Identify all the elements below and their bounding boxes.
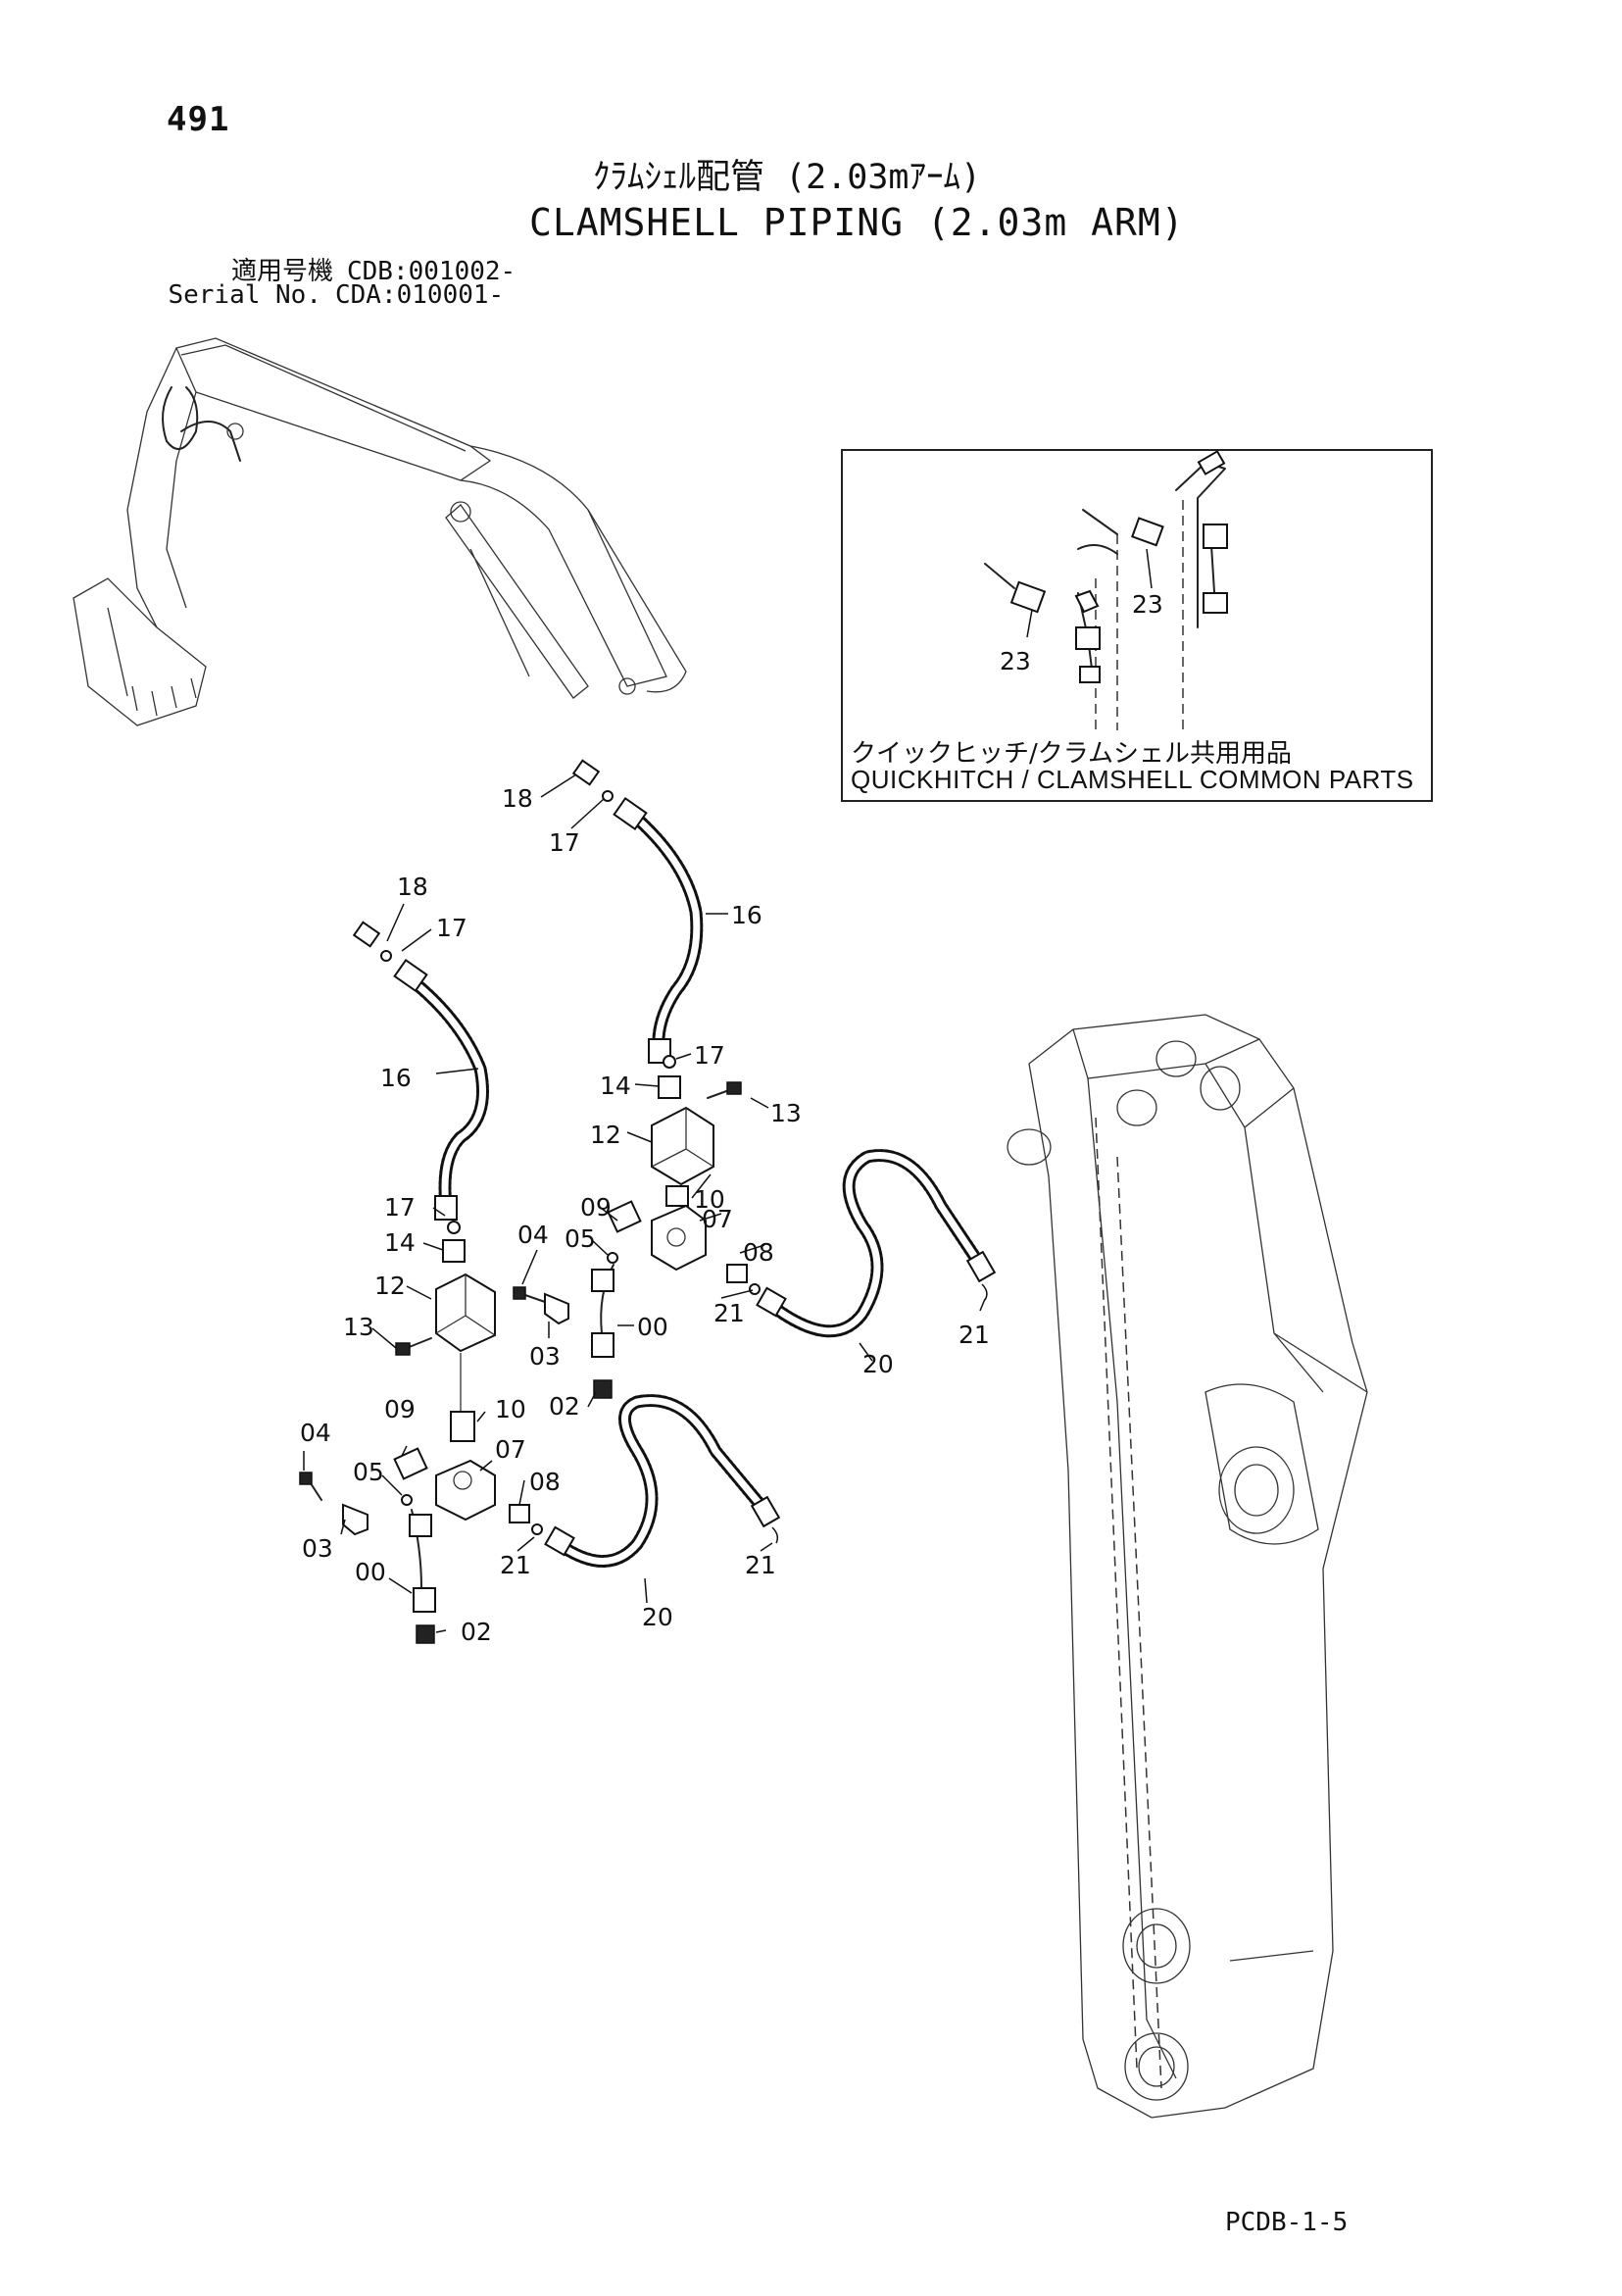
inset-label-en: QUICKHITCH / CLAMSHELL COMMON PARTS [851,765,1414,794]
serial-line-2: Serial No. CDA:010001- [157,280,504,310]
callout-l18: 18 [397,873,428,901]
callout-u07: 07 [702,1205,733,1233]
callout-leaders [303,774,986,1633]
callout-u14: 14 [600,1072,631,1100]
page-title-en: CLAMSHELL PIPING (2.03m ARM) [529,201,1185,244]
callout-u04: 04 [517,1221,549,1249]
inset-label-jp: クイックヒッチ/クラムシェル共用用品 [851,739,1292,769]
callout-l07: 07 [495,1435,526,1464]
inset-common-parts-drawing [984,450,1228,730]
callout-u03: 03 [529,1342,561,1371]
callout-l17a: 17 [436,914,467,942]
callout-l00: 00 [355,1558,386,1586]
callout-l20: 20 [642,1603,673,1631]
callout-23b: 23 [1000,647,1031,675]
callout-l05: 05 [353,1458,384,1486]
callout-l12: 12 [374,1272,406,1300]
callout-u12: 12 [590,1121,621,1149]
callout-l14: 14 [384,1228,416,1257]
callout-u09: 09 [580,1193,612,1222]
callout-l21a: 21 [500,1551,531,1579]
callout-l13: 13 [343,1313,374,1341]
callout-l10: 10 [495,1395,526,1423]
callout-u17b: 17 [694,1041,725,1070]
callout-u20: 20 [862,1350,894,1378]
callout-u02: 02 [549,1392,580,1421]
lower-hose-assembly [299,921,781,1644]
callout-u16: 16 [731,901,762,929]
serial-line-1: 適用号機 CDB:001002- [169,251,516,287]
callout-l09: 09 [384,1395,416,1423]
page-number: 491 [167,100,230,139]
callout-l03: 03 [302,1534,333,1563]
serial-value-2: CDA:010001- [335,280,505,310]
callout-numbers: 23 23 18 17 16 17 14 13 12 10 09 07 05 0… [300,590,1163,1646]
serial-label-jp: 適用号機 [230,257,333,286]
callout-l17b: 17 [384,1193,416,1222]
footer-code: PCDB-1-5 [1225,2208,1349,2237]
callout-u13: 13 [770,1099,802,1127]
upper-hose-assembly [513,759,997,1399]
page-title-jp: ｸﾗﾑｼｪﾙ配管 (2.03mｱｰﾑ) [593,158,982,197]
callout-u18: 18 [502,784,533,813]
callout-u21a: 21 [713,1299,745,1327]
callout-l02: 02 [461,1618,492,1646]
callout-u21b: 21 [958,1321,990,1349]
serial-label-en: Serial No. [168,280,321,310]
callout-l16: 16 [380,1064,412,1092]
callout-23a: 23 [1132,590,1163,619]
callout-l21b: 21 [745,1551,776,1579]
callout-u00: 00 [637,1313,668,1341]
excavator-overview [73,337,687,726]
arm-drawing [1007,1014,1368,2119]
callout-u08: 08 [743,1238,774,1267]
inset-box [841,449,1433,802]
callout-u17a: 17 [549,828,580,857]
callout-u10: 10 [694,1185,725,1214]
callout-l08: 08 [529,1468,561,1496]
serial-value-1: CDB:001002- [347,257,516,286]
callout-l04: 04 [300,1419,331,1447]
callout-u05: 05 [565,1224,596,1253]
